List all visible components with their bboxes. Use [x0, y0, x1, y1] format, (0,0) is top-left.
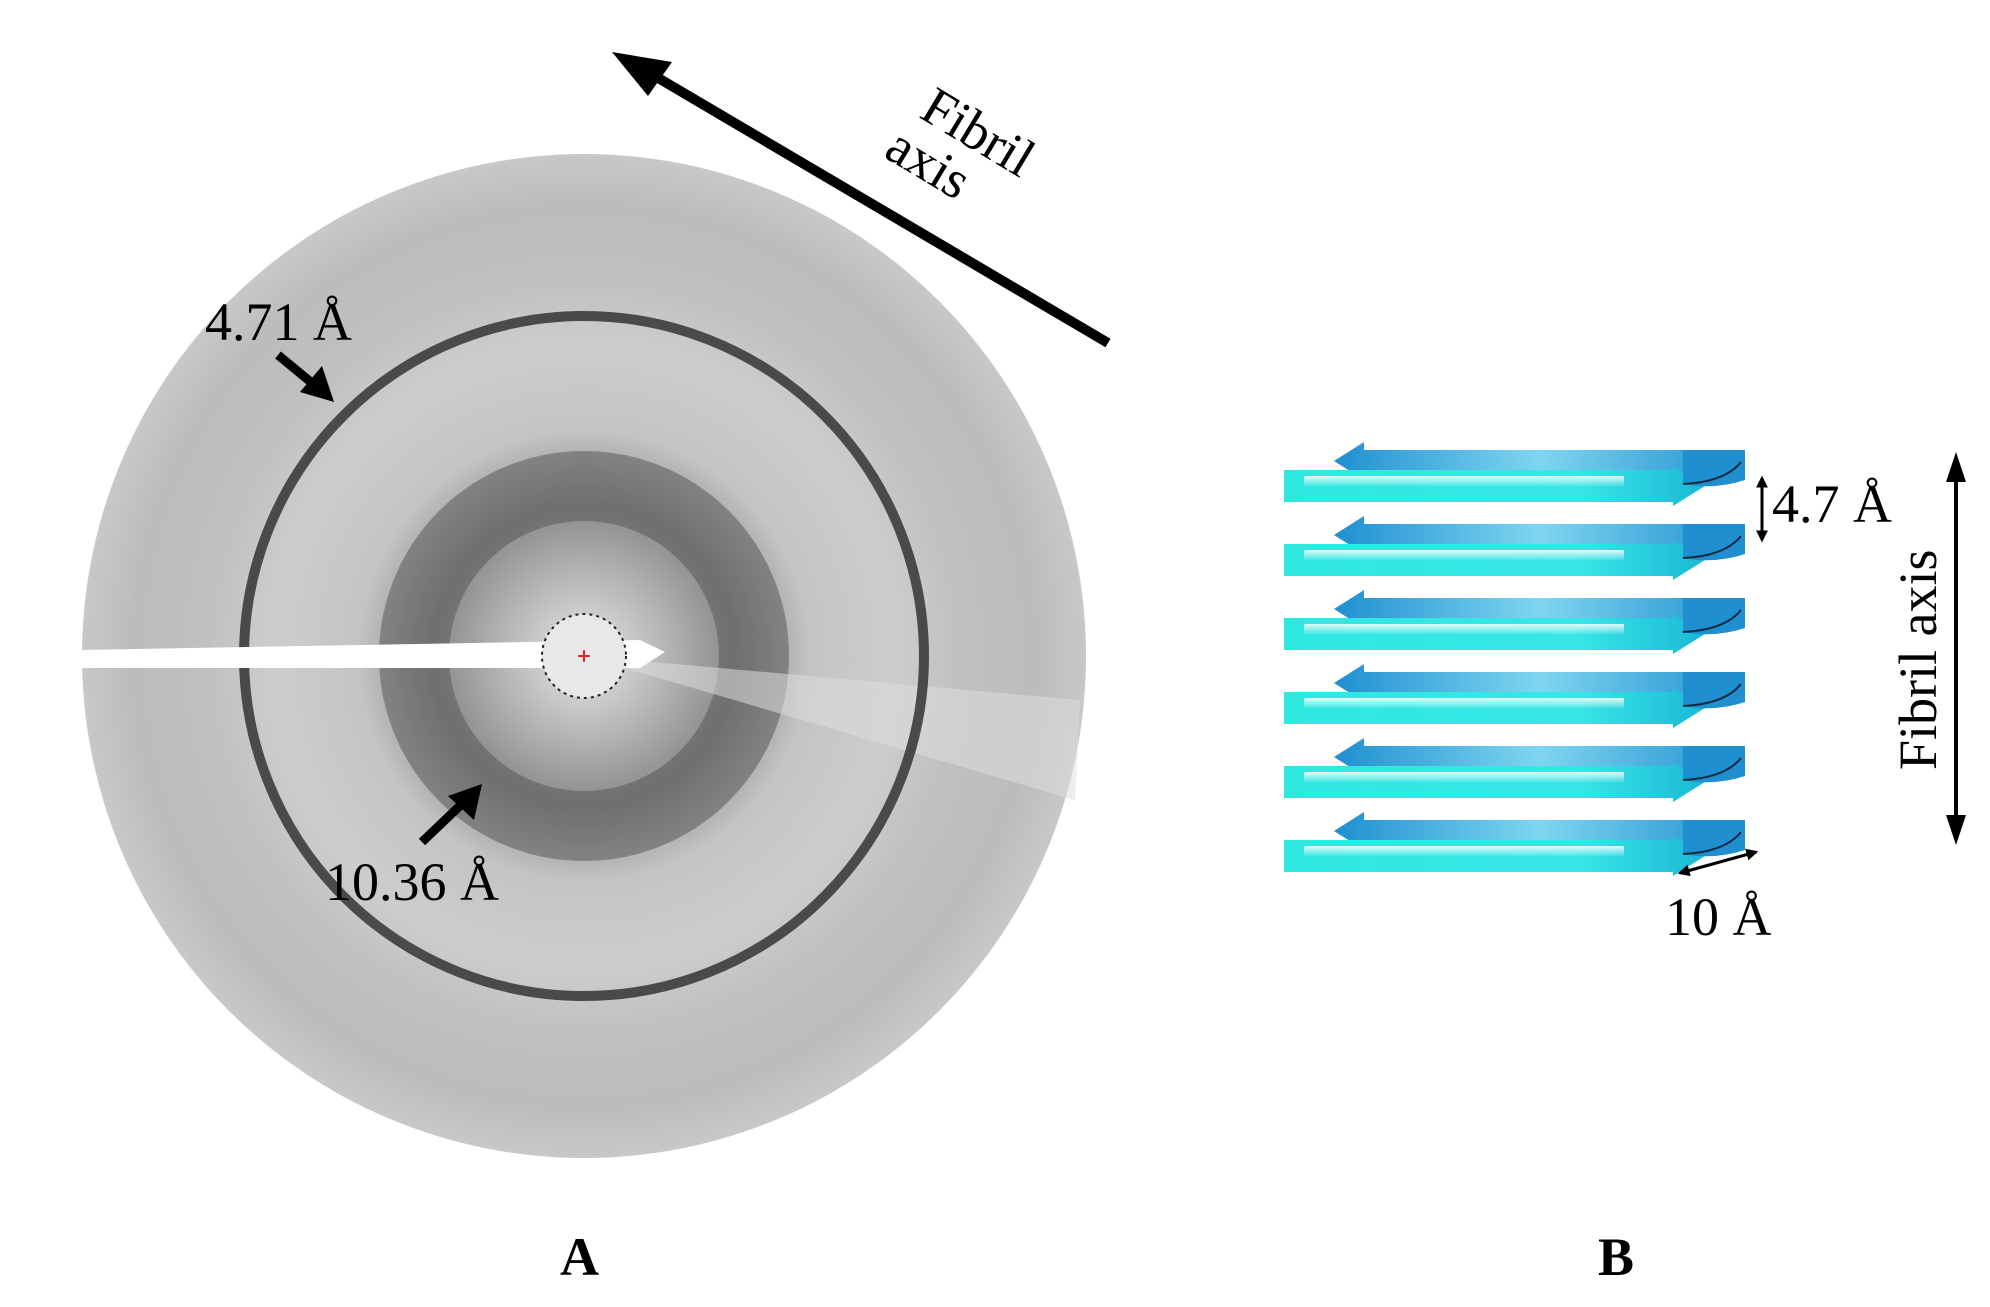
- strand-turn: [1683, 672, 1745, 709]
- equatorial-streak: [584, 656, 1080, 800]
- ring-outer-arrow: [275, 351, 334, 402]
- beta-sheet-stack: [1284, 442, 1745, 876]
- beam-stop-arm: [80, 640, 665, 668]
- strand-turn-edge: [1682, 683, 1742, 707]
- strand-highlight: [1304, 772, 1624, 782]
- diffraction-pattern: [80, 154, 1086, 1158]
- beta-strand-pair: [1284, 516, 1745, 580]
- strand-turn-edge: [1682, 609, 1742, 633]
- strand-turn: [1683, 450, 1745, 487]
- beta-strand-pair: [1284, 664, 1745, 728]
- ring-inner-label: 10.36 Å: [325, 852, 499, 912]
- beta-strand-pair: [1284, 812, 1745, 876]
- center-marker: [578, 650, 590, 662]
- panel-letter-b: B: [1598, 1227, 1634, 1287]
- spacing-label: 4.7 Å: [1772, 474, 1892, 534]
- fibril-axis-label-b: Fibril axis: [1888, 549, 1948, 770]
- ring-inner-arrow: [418, 784, 482, 846]
- ring-outer-label: 4.71 Å: [205, 292, 352, 352]
- width-label: 10 Å: [1665, 887, 1772, 947]
- fibril-axis-arrow-b: [1946, 452, 1966, 845]
- strand-turn: [1683, 746, 1745, 783]
- strand-highlight: [1304, 624, 1624, 634]
- strand-highlight: [1304, 846, 1624, 856]
- beta-strand-pair: [1284, 442, 1745, 506]
- strand-turn: [1683, 524, 1745, 561]
- strand-turn: [1683, 598, 1745, 635]
- strand-turn: [1683, 820, 1745, 857]
- strand-turn-edge: [1682, 535, 1742, 559]
- fibril-axis-arrow-a: [612, 52, 1111, 348]
- beta-strand-pair: [1284, 738, 1745, 802]
- strand-highlight: [1304, 698, 1624, 708]
- strand-turn-edge: [1682, 757, 1742, 781]
- width-arrow: [1677, 848, 1759, 877]
- beta-strand-pair: [1284, 590, 1745, 654]
- strand-highlight: [1304, 550, 1624, 560]
- strand-highlight: [1304, 476, 1624, 486]
- strand-turn-edge: [1682, 461, 1742, 485]
- panel-letter-a: A: [560, 1227, 599, 1287]
